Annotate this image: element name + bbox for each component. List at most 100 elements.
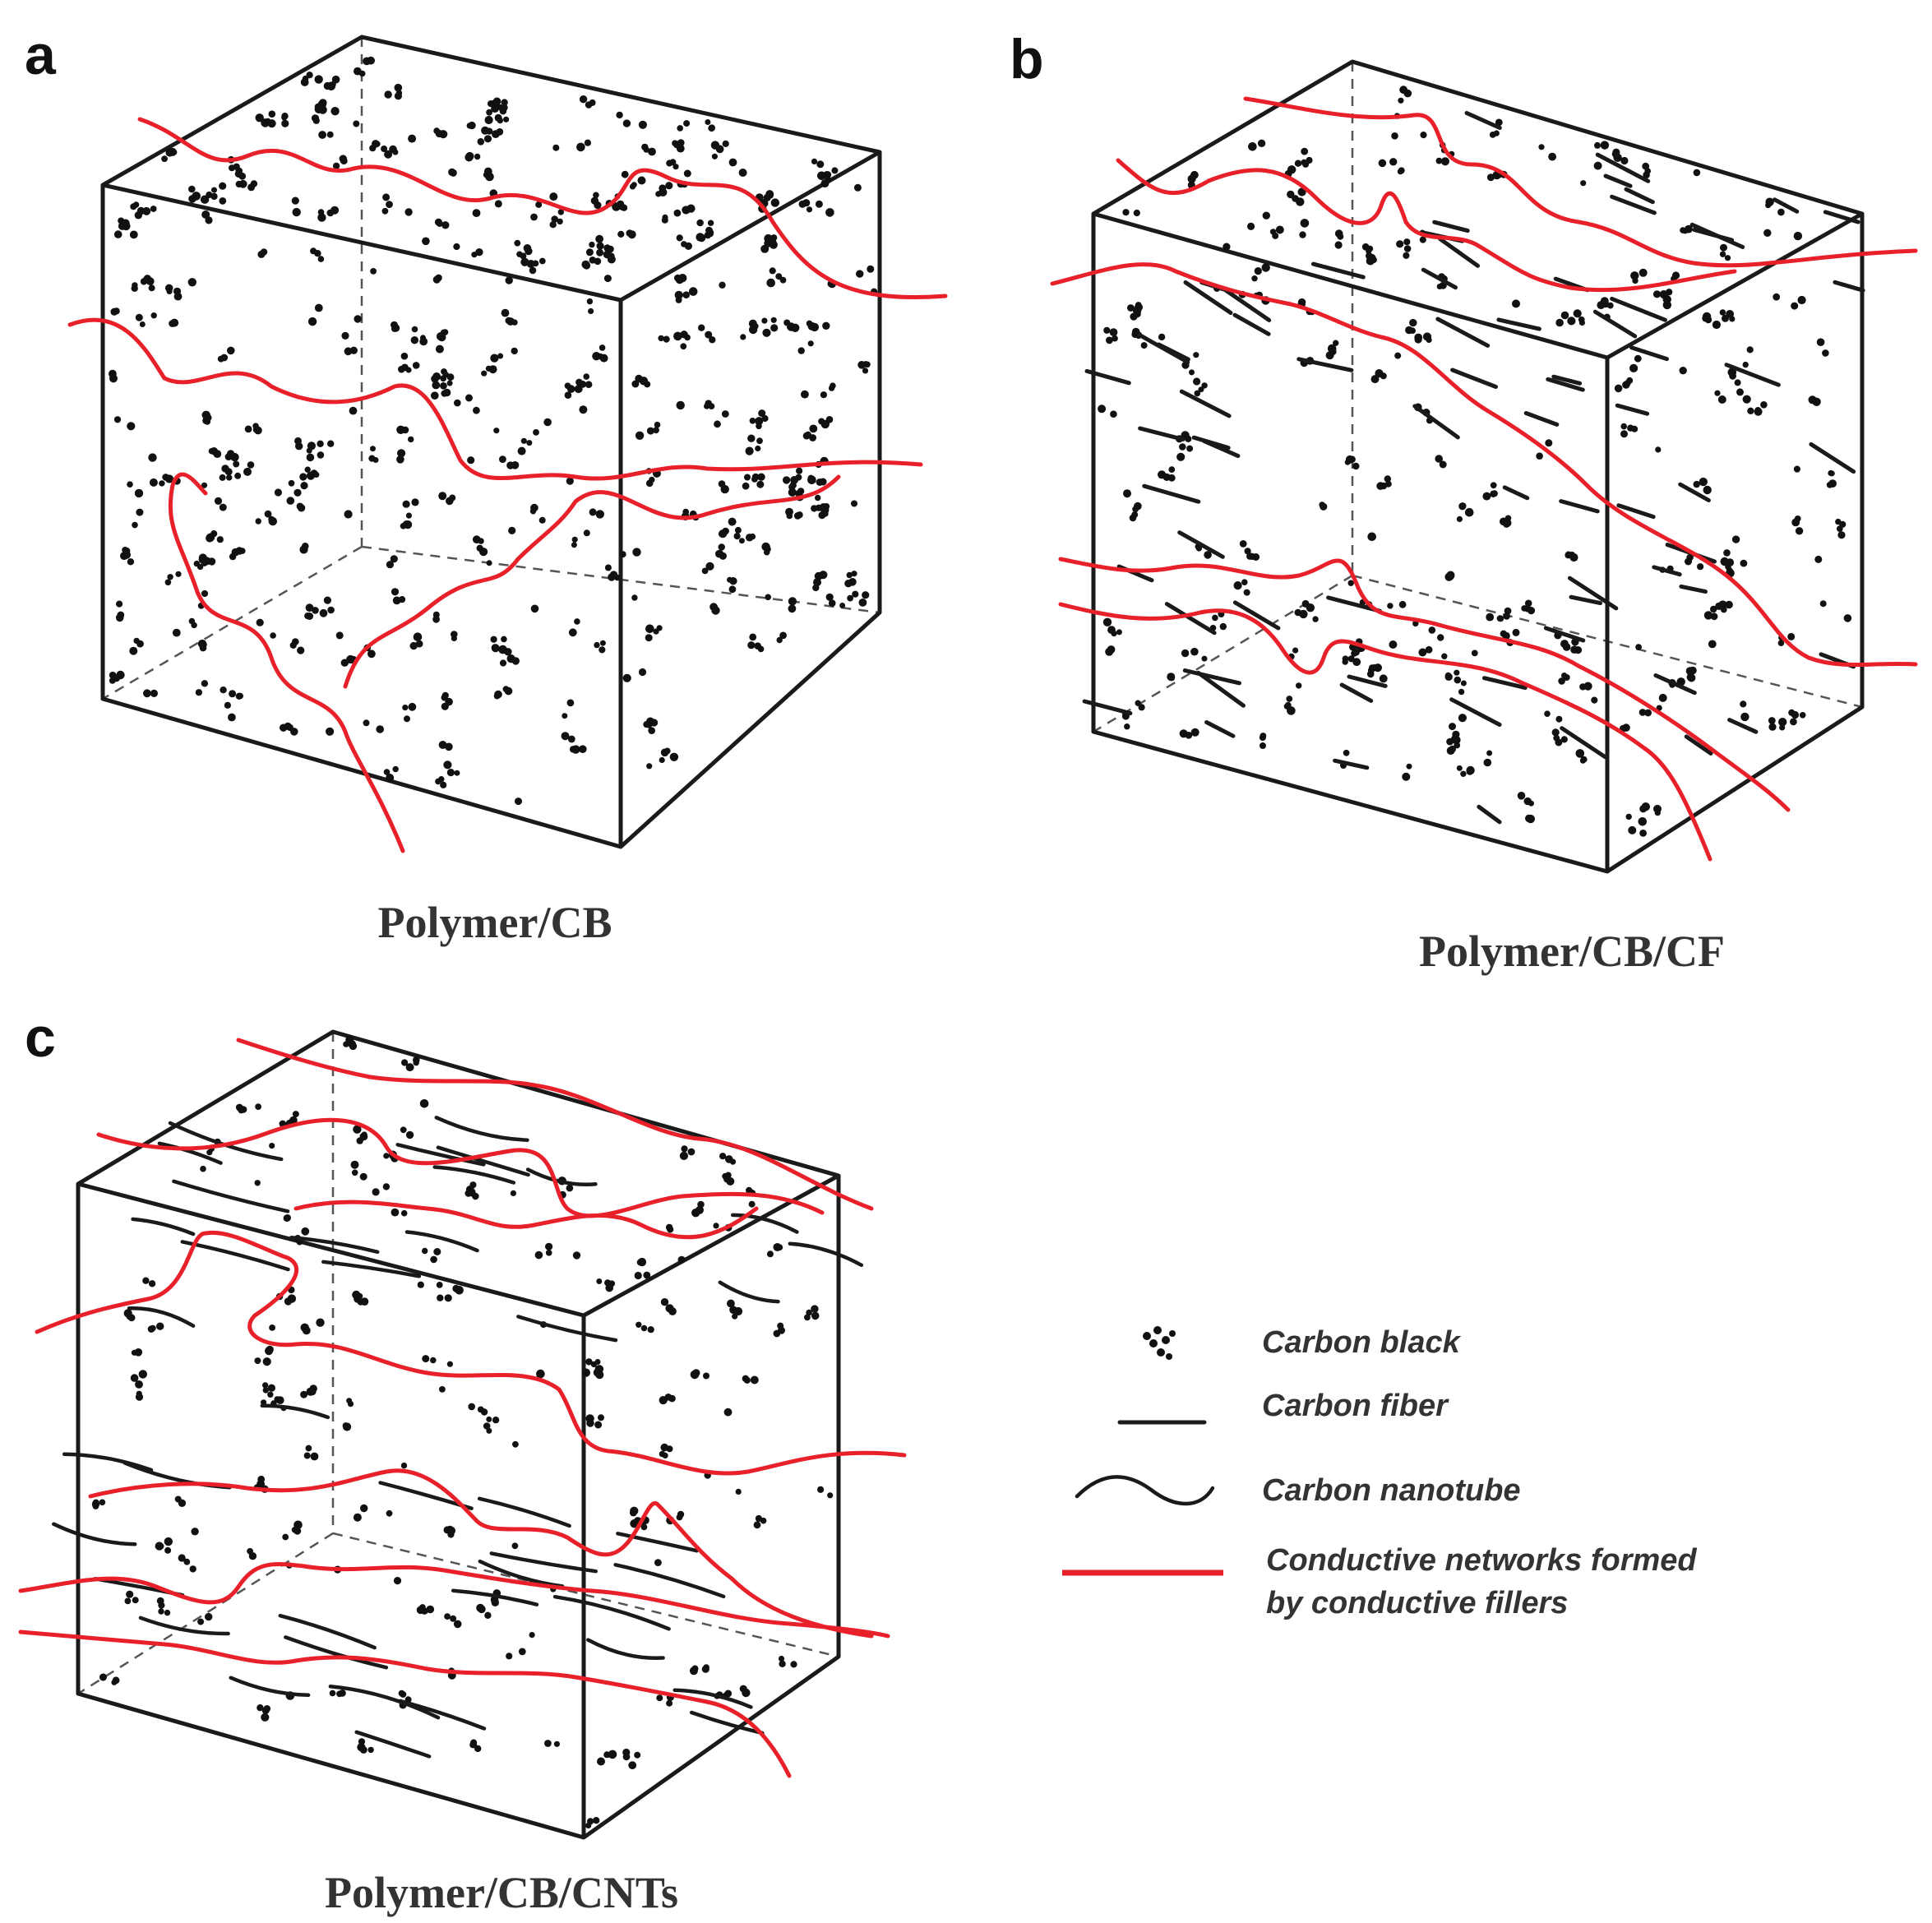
carbon-black-particle xyxy=(156,1322,164,1330)
carbon-black-particle xyxy=(1333,340,1339,346)
carbon-black-particle xyxy=(756,480,765,488)
carbon-black-particle xyxy=(332,162,340,170)
carbon-black-particle xyxy=(852,590,859,598)
carbon-black-particle xyxy=(135,1380,143,1389)
carbon-black-particle xyxy=(451,631,458,638)
carbon-black-particle xyxy=(465,394,473,402)
carbon-black-particle xyxy=(353,1513,362,1522)
carbon-black-particle xyxy=(631,380,640,388)
carbon-black-particle xyxy=(1286,696,1293,702)
carbon-black-particle xyxy=(1828,479,1837,488)
carbon-black-particle xyxy=(588,307,594,315)
carbon-black-particle xyxy=(553,1740,561,1747)
carbon-black-particle xyxy=(680,331,688,339)
carbon-black-particle xyxy=(1689,666,1697,675)
carbon-black-particle xyxy=(1719,309,1726,316)
carbon-black-particle xyxy=(1402,772,1411,781)
carbon-black-particle xyxy=(820,391,828,399)
carbon-black-particle xyxy=(306,471,316,480)
carbon-black-particle xyxy=(1241,579,1248,585)
carbon-fiber xyxy=(1823,210,1860,224)
carbon-black-particle xyxy=(292,1111,299,1118)
carbon-black-particle xyxy=(139,321,146,327)
carbon-black-particle xyxy=(761,317,768,324)
carbon-black-particle xyxy=(1179,443,1186,451)
carbon-black-particle xyxy=(621,170,629,178)
carbon-black-particle xyxy=(255,113,264,122)
carbon-black-particle xyxy=(211,187,217,193)
carbon-black-particle xyxy=(1387,603,1394,609)
carbon-black-particle xyxy=(683,120,691,127)
carbon-black-particle xyxy=(1768,723,1777,731)
carbon-black-particle xyxy=(806,320,813,327)
panel-c-box xyxy=(76,1029,841,1840)
carbon-black-particle xyxy=(785,507,793,516)
panel-c-carbon-black-particles xyxy=(91,1035,834,1828)
carbon-black-particle xyxy=(1243,589,1250,596)
carbon-black-particle xyxy=(585,248,594,257)
carbon-black-particle xyxy=(360,1297,369,1306)
carbon-black-particle xyxy=(1545,439,1553,447)
carbon-black-particle xyxy=(164,1609,171,1616)
carbon-black-particle xyxy=(764,233,773,243)
carbon-nanotube xyxy=(436,1145,530,1177)
carbon-black-particle xyxy=(1620,423,1627,430)
carbon-black-particle xyxy=(454,399,461,407)
carbon-black-particle xyxy=(1275,225,1284,234)
carbon-black-particle xyxy=(1352,658,1361,667)
carbon-black-particle xyxy=(756,423,762,430)
carbon-black-particle xyxy=(192,192,201,201)
carbon-black-particle xyxy=(244,425,252,433)
carbon-black-particle xyxy=(132,282,138,289)
carbon-black-particle xyxy=(572,1251,581,1260)
carbon-black-particle xyxy=(1662,300,1672,310)
carbon-black-particle xyxy=(545,1242,553,1250)
carbon-black-particle xyxy=(551,215,558,223)
carbon-black-particle xyxy=(409,641,418,650)
carbon-black-particle xyxy=(757,473,765,481)
carbon-black-particle xyxy=(721,410,729,418)
carbon-black-particle xyxy=(847,594,853,602)
carbon-black-particle xyxy=(136,640,144,648)
carbon-black-particle xyxy=(275,1396,284,1404)
carbon-black-particle xyxy=(1628,825,1637,834)
carbon-black-particle xyxy=(430,1255,437,1264)
carbon-black-particle xyxy=(368,455,376,462)
carbon-black-particle xyxy=(867,265,875,273)
carbon-black-particle xyxy=(1795,527,1804,535)
carbon-black-particle xyxy=(1446,737,1454,746)
carbon-nanotube xyxy=(138,1616,230,1636)
carbon-black-particle xyxy=(255,518,261,525)
carbon-black-particle xyxy=(228,713,236,722)
carbon-black-particle xyxy=(862,591,870,599)
carbon-nanotube xyxy=(434,1116,529,1142)
carbon-black-particle xyxy=(1378,159,1387,168)
carbon-black-particle xyxy=(1454,676,1462,684)
carbon-black-particle xyxy=(608,1280,616,1287)
carbon-black-particle xyxy=(1630,271,1639,280)
carbon-black-particle xyxy=(432,381,441,390)
carbon-fiber xyxy=(1082,699,1133,716)
carbon-black-particle xyxy=(1440,157,1449,166)
carbon-black-particle xyxy=(219,182,227,190)
carbon-black-particle xyxy=(136,508,144,516)
carbon-black-particle xyxy=(538,257,546,265)
carbon-fiber xyxy=(1610,194,1657,215)
carbon-nanotube xyxy=(328,1685,441,1720)
carbon-black-particle xyxy=(422,237,430,246)
panel-c-network-3 xyxy=(293,1200,759,1240)
carbon-black-particle xyxy=(280,723,288,732)
carbon-black-particle xyxy=(256,618,264,626)
carbon-black-particle xyxy=(358,1738,366,1745)
carbon-black-particle xyxy=(269,1324,275,1331)
carbon-black-particle xyxy=(1103,326,1111,334)
carbon-black-particle xyxy=(787,322,796,331)
carbon-black-particle xyxy=(134,488,144,498)
carbon-black-particle xyxy=(1652,290,1662,298)
carbon-black-particle xyxy=(760,1517,767,1524)
carbon-black-particle xyxy=(303,1452,311,1459)
carbon-black-particle xyxy=(363,719,370,727)
carbon-black-particle xyxy=(1107,645,1116,654)
carbon-black-particle xyxy=(828,599,836,607)
carbon-black-particle xyxy=(201,210,210,219)
